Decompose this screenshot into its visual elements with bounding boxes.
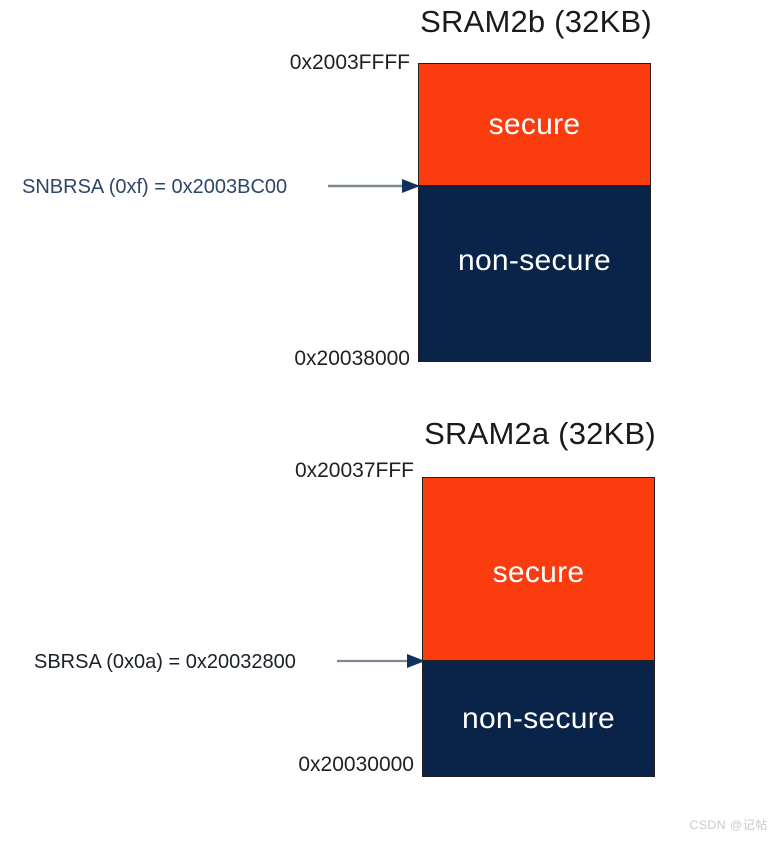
sram2a-secure-region: secure [423,478,654,661]
sram2b-title: SRAM2b (32KB) [420,4,652,39]
sram2b-memory-block: secure non-secure [418,63,651,362]
sbrsa-boundary-annotation: SBRSA (0x0a) = 0x20032800 [34,651,296,673]
sram2a-non-secure-label: non-secure [461,701,616,735]
sram2a-non-secure-region: non-secure [423,661,654,776]
sram2b-top-address-label: 0x2003FFFF [289,51,410,74]
csdn-watermark: CSDN @记帖 [689,818,768,832]
sram2b-secure-region: secure [419,64,650,186]
sram2a-top-address-label: 0x20037FFF [294,459,414,482]
sram2b-non-secure-region: non-secure [419,186,650,361]
sram2b-secure-label: secure [488,107,581,141]
sram2a-bottom-address-label: 0x20030000 [298,753,414,776]
snbrsa-boundary-annotation: SNBRSA (0xf) = 0x2003BC00 [22,176,288,198]
sram2a-secure-label: secure [492,556,585,589]
sram2b-non-secure-label: non-secure [457,243,612,277]
snbrsa-pointer-arrow [328,179,420,193]
sram2a-memory-block: secure non-secure [422,477,655,777]
sram2a-title: SRAM2a (32KB) [424,416,656,451]
sram2b-bottom-address-label: 0x20038000 [294,347,410,370]
sbrsa-pointer-arrow [337,654,425,668]
